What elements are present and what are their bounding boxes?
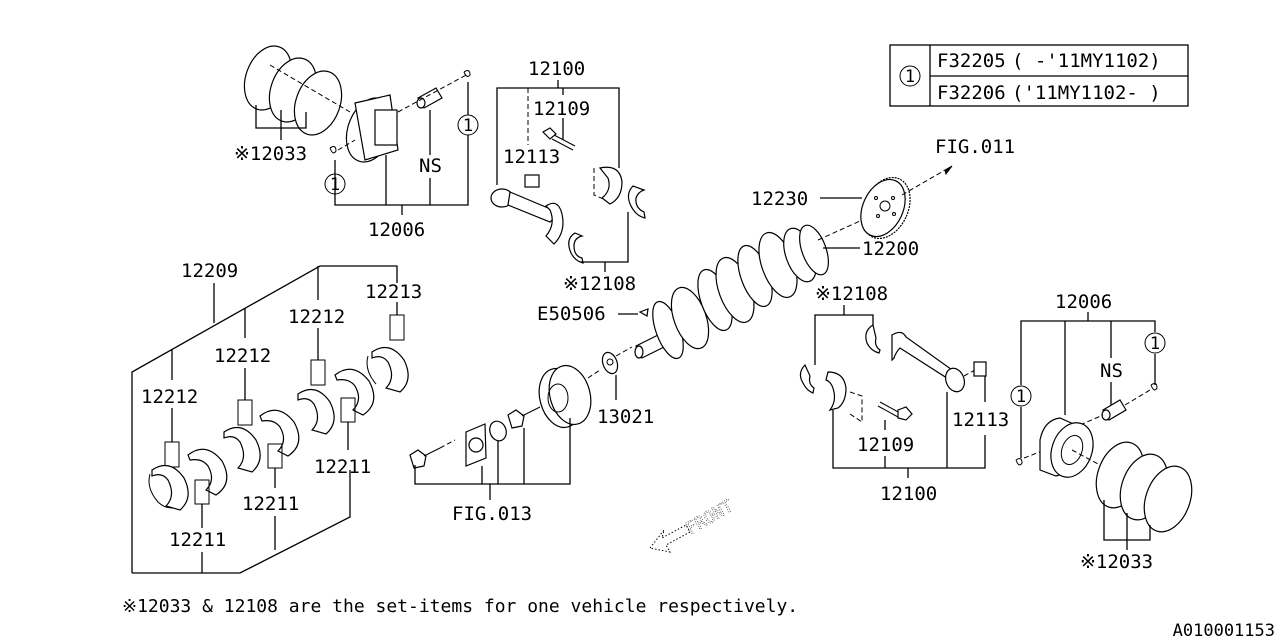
part-label-12033[interactable]: ※12033: [234, 143, 307, 165]
legend-row-1[interactable]: F32205 ( -'11MY1102): [937, 50, 1161, 72]
thrust-bearing-icon[interactable]: [366, 346, 409, 393]
conrod-cap-icon[interactable]: [593, 166, 623, 205]
circlip-icon[interactable]: [1015, 458, 1023, 466]
conrod-bolt-icon[interactable]: [877, 401, 913, 421]
piston-pin-icon[interactable]: [416, 87, 443, 109]
conrod-bearing-icon[interactable]: [799, 363, 815, 394]
part-label-12100[interactable]: 12100: [880, 483, 937, 505]
legend-code-2[interactable]: F32206: [937, 82, 1006, 104]
part-label-12211[interactable]: 12211: [314, 456, 371, 478]
main-bearing-shell-icon[interactable]: [187, 448, 228, 496]
front-label: FRONT: [683, 496, 737, 539]
part-label-12033[interactable]: ※12033: [1080, 551, 1153, 573]
conrod-cap-icon[interactable]: [825, 371, 847, 411]
circle-ref-text: 1: [1150, 334, 1160, 354]
part-label-12113[interactable]: 12113: [503, 146, 560, 168]
washer-icon[interactable]: [600, 350, 621, 375]
main-bearing-group: 12209 12213 12212 12212 12212: [131, 260, 422, 574]
main-bearing-shell-icon[interactable]: [223, 426, 261, 473]
part-label-12109[interactable]: 12109: [857, 434, 914, 456]
crank-gear-icon[interactable]: [852, 170, 919, 247]
crankshaft-icon[interactable]: [634, 221, 834, 362]
conrod-group-top: 12100 12109 12113 ※12108: [490, 58, 646, 295]
part-label-12209[interactable]: 12209: [181, 260, 238, 282]
circle-ref-text: 1: [463, 116, 473, 136]
main-bearing-shell-icon[interactable]: [334, 368, 375, 416]
part-label-12213[interactable]: 12213: [365, 281, 422, 303]
footnote: ※12033 & 12108 are the set-items for one…: [122, 596, 798, 617]
crankshaft-group: 12200 12230 FIG.011: [634, 136, 1015, 362]
pulley-bolt-icon[interactable]: [507, 406, 541, 429]
part-label-12108[interactable]: ※12108: [563, 273, 636, 295]
part-label-ns[interactable]: NS: [1100, 360, 1123, 382]
conrod-bearing-icon[interactable]: [865, 324, 881, 354]
legend-table: 1 F32205 ( -'11MY1102) F32206 ('11MY1102…: [889, 44, 1189, 107]
main-bearing-shell-icon[interactable]: [148, 464, 189, 511]
part-label-fig013[interactable]: FIG.013: [452, 503, 532, 525]
part-label-12211[interactable]: 12211: [242, 493, 299, 515]
pulley-group: FIG.013 13021 E50506: [409, 303, 654, 525]
legend-code-1[interactable]: F32205: [937, 50, 1006, 72]
conrod-bearing-icon[interactable]: [568, 232, 584, 264]
conrod-group-right: ※12108 12109 12113 12100: [799, 283, 1009, 505]
legend-circle-symbol-icon: [899, 65, 921, 87]
conrod-icon[interactable]: [891, 331, 968, 394]
piston-icon[interactable]: [338, 91, 402, 168]
part-label-12212[interactable]: 12212: [288, 306, 345, 328]
part-label-12100[interactable]: 12100: [528, 58, 585, 80]
small-end-bush-icon[interactable]: [524, 174, 540, 188]
front-arrow-icon: [649, 524, 691, 553]
part-label-12212[interactable]: 12212: [214, 345, 271, 367]
circle-ref-icon: [1010, 385, 1032, 407]
part-label-12109[interactable]: 12109: [533, 98, 590, 120]
part-label-12006[interactable]: 12006: [1055, 291, 1112, 313]
part-label-12212[interactable]: 12212: [141, 386, 198, 408]
pulley-bolt-icon[interactable]: [409, 447, 441, 469]
o-ring-icon[interactable]: [487, 419, 509, 443]
piston-ring-icon[interactable]: [1136, 460, 1201, 539]
part-label-12006[interactable]: 12006: [368, 219, 425, 241]
arrow-icon: [944, 165, 953, 176]
conrod-bolt-icon[interactable]: [542, 127, 576, 151]
circle-ref-icon: [324, 173, 346, 195]
legend-range-1: ( -'11MY1102): [1012, 50, 1161, 72]
piston-group-right: 12006 NS 1 1 ※12033: [1010, 291, 1201, 573]
legend-row-2[interactable]: F32206 ('11MY1102- ): [937, 82, 1161, 104]
main-bearing-shell-icon[interactable]: [259, 409, 300, 457]
circle-ref-icon: [457, 114, 479, 136]
circlip-icon[interactable]: [329, 146, 337, 154]
circle-ref-text: 1: [330, 175, 340, 195]
front-indicator: FRONT: [649, 496, 737, 553]
conrod-bearing-icon[interactable]: [627, 185, 646, 219]
legend-range-2: ('11MY1102- ): [1012, 82, 1161, 104]
part-label-12108[interactable]: ※12108: [815, 283, 888, 305]
part-label-e50506[interactable]: E50506: [537, 303, 606, 325]
woodruff-key-icon[interactable]: [638, 308, 649, 317]
part-label-12200[interactable]: 12200: [862, 238, 919, 260]
part-label-13021[interactable]: 13021: [597, 406, 654, 428]
circlip-icon[interactable]: [463, 70, 471, 77]
crank-pulley-icon[interactable]: [533, 361, 597, 432]
main-bearing-shell-icon[interactable]: [297, 388, 335, 435]
small-end-bush-icon[interactable]: [973, 361, 987, 377]
legend-symbol: 1: [905, 67, 915, 87]
oil-pump-cover-icon[interactable]: [465, 423, 487, 467]
piston-icon[interactable]: [1039, 417, 1100, 483]
piston-group-left: ※12033 NS 1 1 12006: [234, 45, 479, 241]
part-label-fig011[interactable]: FIG.011: [935, 136, 1015, 158]
part-label-12211[interactable]: 12211: [169, 529, 226, 551]
diagram-id: A010001153: [1173, 621, 1275, 640]
circle-ref-text: 1: [1016, 387, 1026, 407]
circle-ref-icon: [1144, 332, 1166, 354]
conrod-icon[interactable]: [490, 188, 564, 245]
circlip-icon[interactable]: [1150, 383, 1158, 391]
part-label-12113[interactable]: 12113: [952, 409, 1009, 431]
part-label-ns[interactable]: NS: [419, 155, 442, 177]
piston-pin-icon[interactable]: [1101, 399, 1127, 421]
part-label-12230[interactable]: 12230: [751, 188, 808, 210]
